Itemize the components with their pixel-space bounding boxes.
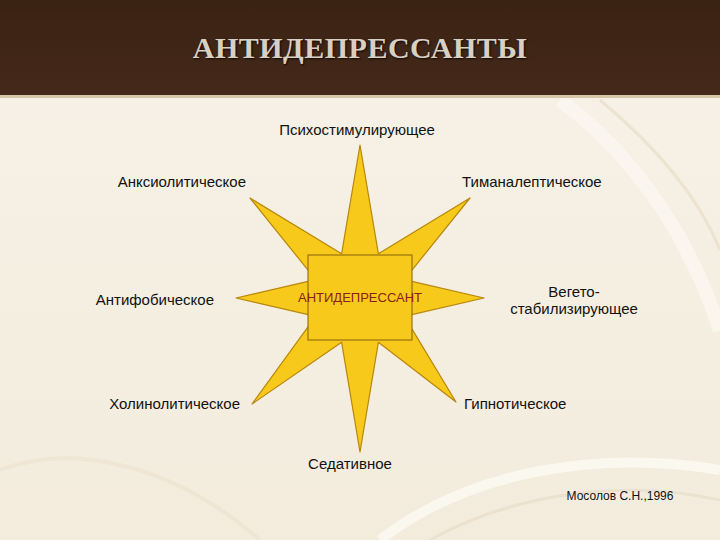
swirl	[430, 490, 720, 540]
effect-label: Седативное	[308, 455, 392, 472]
effect-label: Психостимулирующее	[279, 121, 435, 138]
swirl	[0, 458, 260, 540]
effect-label: Антифобическое	[96, 291, 214, 308]
effect-label: Вегето- стабилизирующее	[499, 283, 649, 318]
swirl	[380, 463, 720, 540]
effect-label: Гипнотическое	[464, 395, 566, 412]
star-rays	[236, 145, 484, 452]
center-label: АНТИДЕПРЕССАНТ	[298, 291, 422, 305]
header-rule	[0, 95, 720, 98]
effect-label: Тиманалептическое	[462, 173, 602, 190]
effect-label: Анксиолитическое	[118, 173, 246, 190]
source-citation: Мосолов С.Н.,1996	[567, 490, 674, 504]
star-shape: АНТИДЕПРЕССАНТ	[236, 145, 484, 452]
effect-label: Холинолитическое	[109, 395, 240, 412]
slide-title: АНТИДЕПРЕССАНТЫ	[0, 0, 720, 95]
swirl	[600, 100, 720, 250]
